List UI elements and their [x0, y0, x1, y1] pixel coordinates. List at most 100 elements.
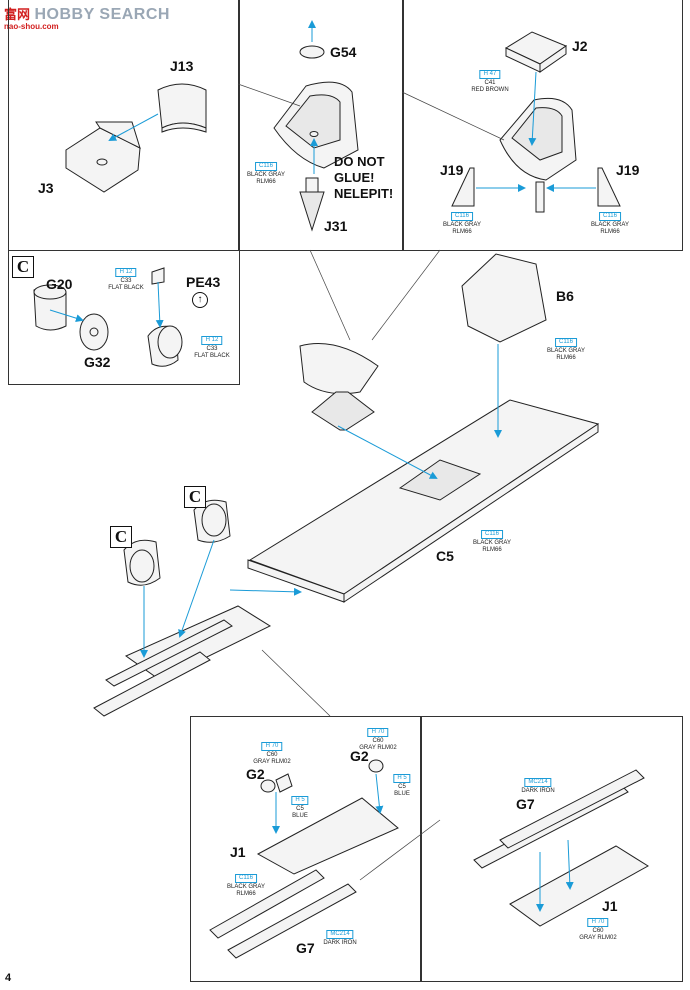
- part-g54: [299, 45, 325, 59]
- watermark-brand-en: HOBBY SEARCH: [34, 6, 170, 23]
- paint-name: BLACK GRAY: [227, 884, 265, 890]
- label-j31: J31: [324, 218, 348, 234]
- label-j19-right: J19: [616, 162, 640, 178]
- paint-pe43: H 12 C33 FLAT BLACK: [108, 268, 144, 292]
- label-j1: J1: [230, 844, 246, 860]
- label-c5: C5: [436, 548, 454, 564]
- part-b6: [461, 253, 547, 343]
- watermark-domain: nao-shou.com: [4, 22, 59, 31]
- paint-code-alt: C41: [484, 80, 496, 86]
- panel-seat-mount: [238, 0, 404, 251]
- part-j19-right: [597, 167, 621, 207]
- label-j13: J13: [170, 58, 194, 74]
- paint-name: RLM66: [600, 229, 620, 235]
- paint-code: H 47: [479, 70, 501, 79]
- paint-code: MC214: [524, 778, 552, 787]
- paint-name: GRAY RLM02: [359, 745, 397, 751]
- paint-name: RLM66: [236, 891, 256, 897]
- paint-code: C116: [481, 530, 503, 539]
- paint-name: FLAT BLACK: [108, 285, 144, 291]
- paint-j19-right: C116 BLACK GRAY RLM66: [591, 212, 629, 236]
- paint-name: BLACK GRAY: [247, 172, 285, 178]
- label-j3: J3: [38, 180, 54, 196]
- paint-g2-right-top: H 70 C60 GRAY RLM02: [359, 728, 397, 752]
- paint-g7: MC214 DARK IRON: [323, 930, 357, 947]
- paint-code: C116: [451, 212, 473, 221]
- paint-code: H 12: [201, 336, 223, 345]
- label-g54: G54: [330, 44, 357, 60]
- paint-seat-mount: C116 BLACK GRAY RLM66: [247, 162, 285, 186]
- warning-line: DO NOT: [334, 154, 385, 169]
- part-star-mount: [398, 459, 482, 501]
- watermark-brand-cn: 富网: [4, 8, 31, 23]
- paint-name: DARK IRON: [521, 788, 555, 794]
- panel-guns-alt: [420, 716, 683, 982]
- paint-name: RLM66: [256, 179, 276, 185]
- step-marker-drum: C: [12, 256, 34, 278]
- paint-g7-alt: MC214 DARK IRON: [521, 778, 555, 795]
- do-not-glue-warning: DO NOT GLUE! NELEPIT!: [334, 154, 393, 202]
- label-b6: B6: [556, 288, 574, 304]
- paint-code-alt: C33: [120, 278, 132, 284]
- step-marker-c2: C: [110, 526, 132, 548]
- panel-seat-assembly: [402, 0, 683, 251]
- paint-name: RLM66: [452, 229, 472, 235]
- paint-name: BLACK GRAY: [443, 222, 481, 228]
- watermark-logo: 富网 HOBBY SEARCH nao-shou.com: [4, 4, 170, 31]
- panel-guns-detail: [190, 716, 422, 982]
- label-g32: G32: [84, 354, 111, 370]
- paint-j19-left: C116 BLACK GRAY RLM66: [443, 212, 481, 236]
- label-pe43: PE43: [186, 274, 221, 290]
- part-j1-frame: [256, 797, 399, 875]
- paint-code: H 5: [291, 796, 309, 805]
- paint-c5: C116 BLACK GRAY RLM66: [473, 530, 511, 554]
- paint-g2-right-bottom: H 5 C5 BLUE: [393, 774, 411, 798]
- label-j1-alt: J1: [602, 898, 618, 914]
- paint-name: DARK IRON: [323, 940, 357, 946]
- paint-code-alt: C33: [206, 346, 218, 352]
- page-number: 4: [5, 972, 12, 984]
- part-j31: [305, 177, 319, 193]
- part-j13: [157, 83, 207, 129]
- part-seat-main: [299, 343, 379, 395]
- paint-name: BLACK GRAY: [591, 222, 629, 228]
- paint-code-alt: C60: [372, 738, 384, 744]
- part-j19-left: [451, 167, 475, 207]
- label-g2-left: G2: [246, 766, 265, 782]
- paint-j1-alt: H 70 C60 GRAY RLM02: [579, 918, 617, 942]
- label-g20: G20: [46, 276, 73, 292]
- label-g7-alt: G7: [516, 796, 535, 812]
- paint-drum: H 12 C33 FLAT BLACK: [194, 336, 230, 360]
- paint-code: C116: [599, 212, 621, 221]
- paint-name: BLUE: [292, 813, 308, 819]
- paint-code: C116: [255, 162, 277, 171]
- paint-code: C116: [555, 338, 577, 347]
- label-g7: G7: [296, 940, 315, 956]
- label-j19-left: J19: [440, 162, 464, 178]
- warning-line: NELEPIT!: [334, 186, 394, 201]
- panel-drum: [8, 250, 240, 385]
- paint-code: H 12: [115, 268, 137, 277]
- paint-g2-left-bottom: H 5 C5 BLUE: [291, 796, 309, 820]
- paint-code: H 70: [367, 728, 389, 737]
- part-pe43: [151, 267, 165, 285]
- paint-j1: C116 BLACK GRAY RLM66: [227, 874, 265, 898]
- paint-name: RLM66: [482, 547, 502, 553]
- paint-b6: C116 BLACK GRAY RLM66: [547, 338, 585, 362]
- paint-code-alt: C60: [266, 752, 278, 758]
- paint-name: GRAY RLM02: [579, 935, 617, 941]
- paint-name: GRAY RLM02: [253, 759, 291, 765]
- paint-name: BLACK GRAY: [547, 348, 585, 354]
- paint-code: H 70: [587, 918, 609, 927]
- part-j1-alt: [509, 845, 649, 927]
- step-marker-c1: C: [184, 486, 206, 508]
- paint-code-alt: C60: [592, 928, 604, 934]
- paint-code: MC214: [326, 930, 354, 939]
- paint-name: BLUE: [394, 791, 410, 797]
- paint-g2-left-top: H 70 C60 GRAY RLM02: [253, 742, 291, 766]
- paint-code-alt: C5: [296, 806, 304, 812]
- paint-code: C116: [235, 874, 257, 883]
- paint-j2: H 47 C41 RED BROWN: [471, 70, 509, 94]
- label-j2: J2: [572, 38, 588, 54]
- label-g2-right: G2: [350, 748, 369, 764]
